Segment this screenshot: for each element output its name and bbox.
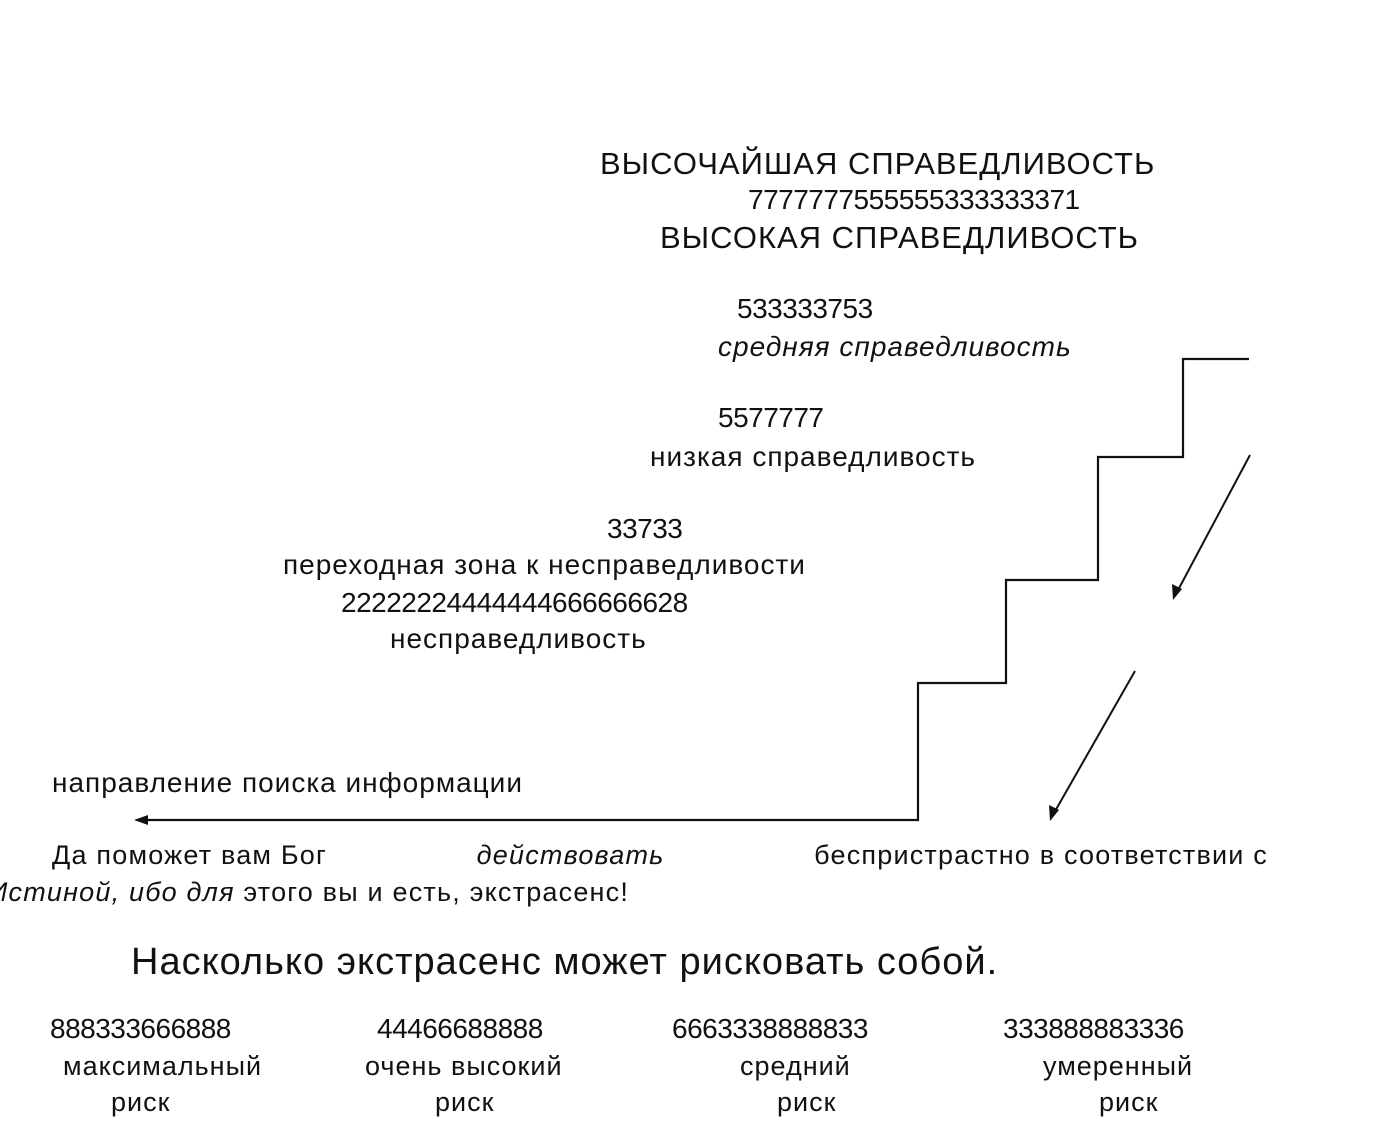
page-heading: Насколько экстрасенс может рисковать соб… — [131, 941, 999, 983]
risk-label: максимальный — [63, 1051, 263, 1081]
paragraph-line1: Да поможет вам Бог действовать беспристр… — [52, 842, 1268, 869]
direction-arrowhead — [134, 815, 148, 825]
level5-code: 33733 — [607, 513, 683, 544]
level6-label: несправедливость — [390, 623, 647, 654]
risk-label: средний — [740, 1051, 851, 1081]
risk-label: умеренный — [1043, 1051, 1194, 1081]
paragraph-part5: этого вы и есть, экстрасенс! — [243, 877, 630, 907]
level2-title: ВЫСОКАЯ СПРАВЕДЛИВОСТЬ — [660, 220, 1139, 255]
level5-label: переходная зона к несправедливости — [283, 549, 806, 580]
arrowhead-upper — [1172, 584, 1182, 600]
risk-sub: риск — [777, 1087, 837, 1117]
level6-code: 22222224444444666666628 — [341, 587, 688, 618]
direction-label: направление поиска информации — [52, 767, 523, 798]
risk-code: 6663338888833 — [672, 1013, 868, 1044]
risk-code: 333888883336 — [1003, 1013, 1184, 1044]
paragraph-part4: Истиной, ибо для — [0, 877, 235, 907]
level3-label: средняя справедливость — [718, 331, 1072, 362]
arrowhead-lower — [1049, 805, 1059, 821]
level1-title: ВЫСОЧАЙШАЯ СПРАВЕДЛИВОСТЬ — [600, 146, 1156, 181]
risk-code: 44466688888 — [377, 1013, 543, 1044]
paragraph-part1: Да поможет вам Бог — [52, 840, 328, 870]
staircase-line — [138, 357, 1249, 822]
risk-label: очень высокий — [365, 1051, 563, 1081]
level4-code: 5577777 — [718, 402, 824, 433]
level1-code: 7777777555555333333371 — [748, 184, 1080, 215]
risk-sub: риск — [1099, 1087, 1159, 1117]
level3-code: 533333753 — [737, 293, 873, 324]
diagonal-arrow-upper — [1176, 454, 1251, 593]
diagonal-arrow-lower — [1053, 670, 1136, 814]
paragraph-part2: действовать — [476, 840, 665, 870]
paragraph-line2: Истиной, ибо для этого вы и есть, экстра… — [0, 879, 629, 906]
risk-sub: риск — [111, 1087, 171, 1117]
level4-label: низкая справедливость — [650, 441, 977, 472]
risk-sub: риск — [435, 1087, 495, 1117]
risk-code: 888333666888 — [50, 1013, 231, 1044]
paragraph-part3: беспристрастно в соответствии с — [814, 840, 1268, 870]
